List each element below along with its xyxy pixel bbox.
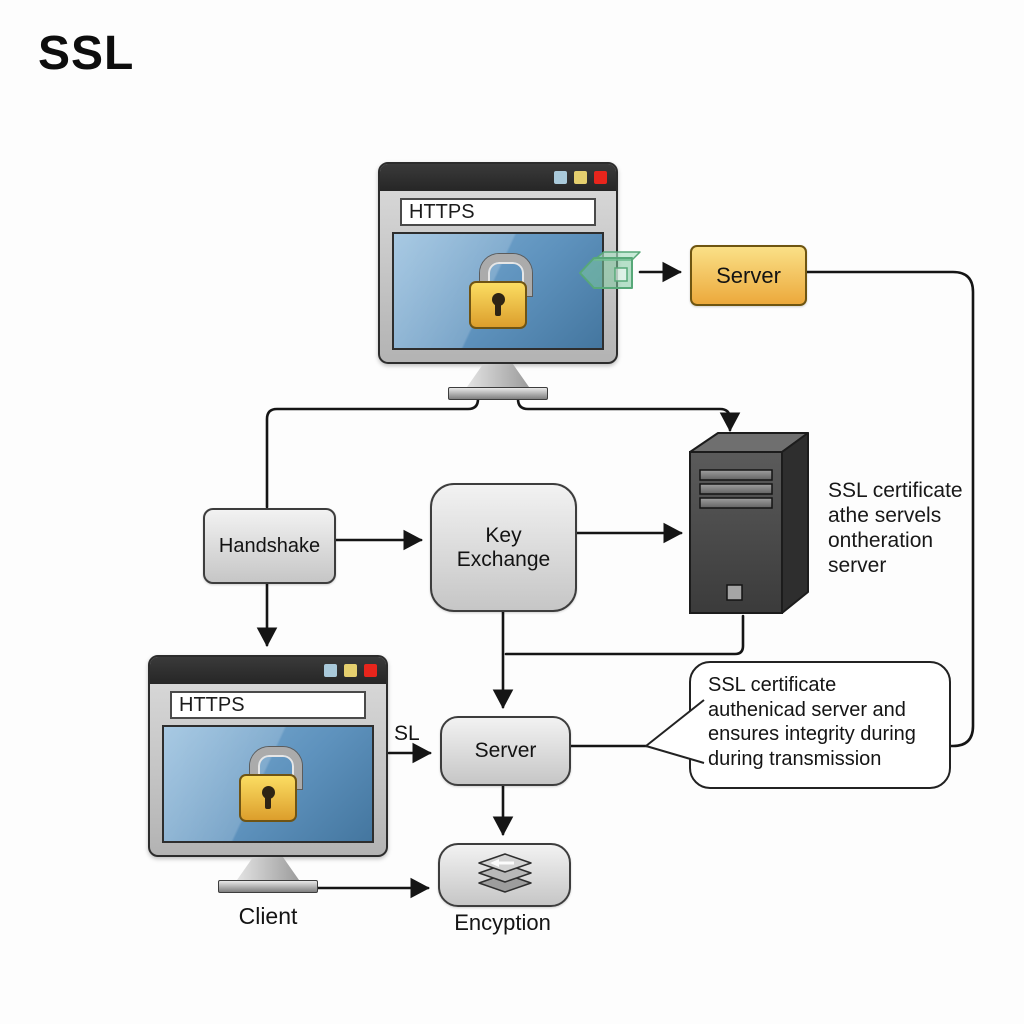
padlock-shackle xyxy=(250,747,302,789)
node-label: Key Exchange xyxy=(456,523,551,571)
green-left-arrow-icon xyxy=(579,251,641,289)
arrow-monitor-to-tower xyxy=(516,390,741,432)
top-monitor: HTTPS xyxy=(378,162,618,400)
address-bar-row: HTTPS xyxy=(150,684,386,725)
window-button-minimize-icon xyxy=(554,171,567,184)
padlock-shackle xyxy=(480,254,532,296)
monitor-stand-base xyxy=(448,387,548,400)
padlock-icon xyxy=(239,747,302,823)
monitor-stand-base xyxy=(218,880,318,893)
layer-stack-icon xyxy=(477,853,532,893)
browser-screen xyxy=(162,725,374,843)
sl-label: SL xyxy=(394,722,420,745)
speech-bubble xyxy=(645,661,951,789)
window-button-minimize-icon xyxy=(324,664,337,677)
padlock-body xyxy=(239,774,297,822)
padlock-body xyxy=(469,281,527,329)
window-button-close-icon xyxy=(364,664,377,677)
node-handshake: Handshake xyxy=(203,508,336,584)
window-button-maximize-icon xyxy=(344,664,357,677)
note-line: athe servels xyxy=(828,504,942,527)
tower-vent-slot xyxy=(699,483,773,495)
node-server-mid: Server xyxy=(440,716,571,786)
window-button-maximize-icon xyxy=(574,171,587,184)
tower-vent-slot xyxy=(699,497,773,509)
browser-window-icon: HTTPS xyxy=(378,162,618,364)
node-label: Server xyxy=(716,262,781,288)
bubble-line: during transmission xyxy=(708,747,882,770)
tower-power-button xyxy=(726,584,743,601)
address-text: HTTPS xyxy=(179,693,245,716)
window-titlebar xyxy=(380,164,616,191)
address-text: HTTPS xyxy=(409,200,475,223)
window-titlebar xyxy=(150,657,386,684)
address-bar-row: HTTPS xyxy=(380,191,616,232)
client-monitor: HTTPS xyxy=(148,655,388,893)
line-tower-join xyxy=(504,614,745,656)
client-label: Client xyxy=(238,903,298,929)
page-title: SSL xyxy=(38,27,135,80)
note-line: SSL certificate xyxy=(828,479,963,502)
browser-window-icon: HTTPS xyxy=(148,655,388,857)
bubble-line: ensures integrity during xyxy=(708,723,916,745)
server-note: SSL certificate athe servels ontheration… xyxy=(828,478,963,578)
server-tower-icon xyxy=(689,432,809,614)
monitor-stand-neck xyxy=(237,857,299,880)
node-label: Handshake xyxy=(218,534,321,557)
node-key-exchange: Key Exchange xyxy=(430,483,577,612)
speech-bubble-text: SSL certificate authenicad server and en… xyxy=(708,673,916,771)
note-line: ontheration xyxy=(828,529,934,552)
tower-vent-slot xyxy=(699,469,773,481)
node-server-top: Server xyxy=(690,245,807,306)
address-bar: HTTPS xyxy=(400,198,596,226)
bubble-line: SSL certificate xyxy=(708,674,837,696)
node-encryption xyxy=(438,843,571,907)
browser-screen xyxy=(392,232,604,350)
encryption-label: Encyption xyxy=(454,910,551,935)
line-server-to-bubble-right xyxy=(801,270,975,748)
keyhole-icon xyxy=(491,293,505,317)
monitor-stand-neck xyxy=(467,364,529,387)
keyhole-icon xyxy=(261,786,275,810)
window-button-close-icon xyxy=(594,171,607,184)
node-label: Server xyxy=(474,739,537,762)
padlock-icon xyxy=(469,254,532,330)
bubble-line: authenicad server and xyxy=(708,698,906,721)
address-bar: HTTPS xyxy=(170,691,366,719)
line-monitor-to-handshake xyxy=(265,390,480,509)
note-line: server xyxy=(828,554,887,577)
